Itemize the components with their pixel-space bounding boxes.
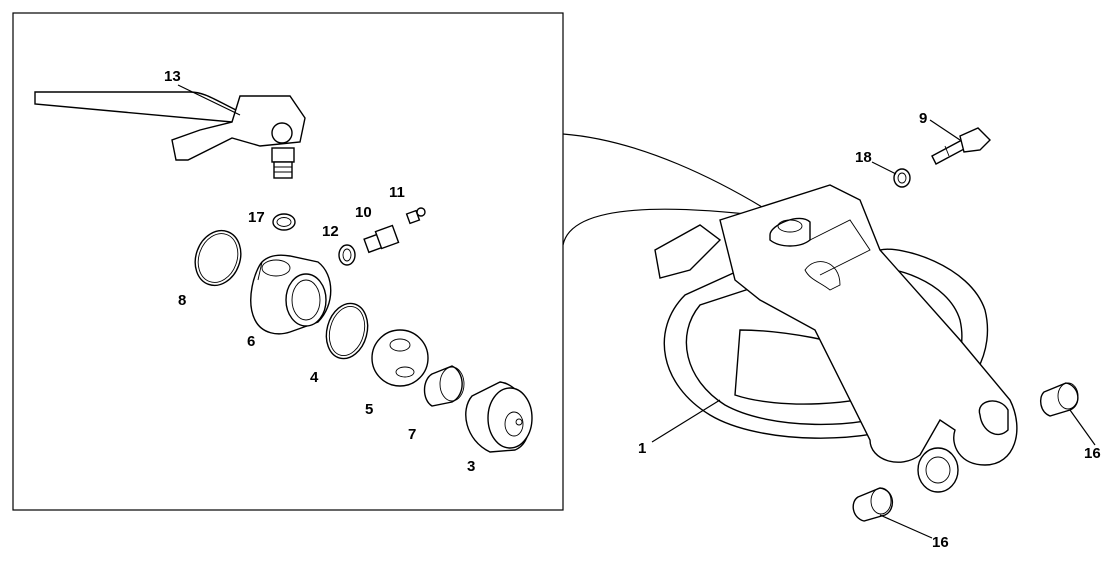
callout-18: 18 bbox=[855, 149, 872, 166]
inset-leader-bottom bbox=[562, 208, 781, 246]
part-16-bushing-bottom bbox=[852, 487, 893, 522]
part-8-o-ring bbox=[194, 229, 242, 287]
callout-9: 9 bbox=[919, 110, 927, 127]
callout-10: 10 bbox=[355, 204, 372, 221]
callout-16-bottom: 16 bbox=[932, 534, 949, 551]
callout-1: 1 bbox=[638, 440, 646, 457]
callout-13: 13 bbox=[164, 68, 181, 85]
part-13-lever bbox=[34, 91, 306, 179]
callout-11: 11 bbox=[389, 184, 405, 201]
callout-3: 3 bbox=[467, 458, 475, 475]
leader-16-right bbox=[1069, 409, 1096, 446]
callout-5: 5 bbox=[365, 401, 373, 418]
leader-13 bbox=[177, 84, 241, 116]
inset-leader-top bbox=[562, 133, 781, 219]
part-9-bolt bbox=[931, 127, 991, 165]
part-18-washer bbox=[893, 168, 911, 188]
part-6-housing bbox=[250, 254, 332, 335]
callout-16-right: 16 bbox=[1084, 445, 1101, 462]
part-5-ball bbox=[371, 329, 429, 387]
part-1-frame bbox=[654, 184, 1018, 493]
callout-12: 12 bbox=[322, 223, 339, 240]
part-11-grease-nipple bbox=[405, 207, 426, 225]
part-10-fitting bbox=[363, 224, 400, 254]
leader-16-bottom bbox=[879, 514, 933, 539]
part-7-bushing bbox=[423, 365, 465, 407]
part-12-washer bbox=[338, 244, 356, 266]
part-16-bushing-right bbox=[1039, 382, 1079, 417]
callout-7: 7 bbox=[408, 426, 416, 443]
leader-18 bbox=[871, 161, 897, 175]
part-17-seal-ring bbox=[272, 213, 296, 231]
callout-8: 8 bbox=[178, 292, 186, 309]
leader-9 bbox=[929, 119, 961, 141]
part-4-o-ring bbox=[325, 302, 369, 360]
callout-4: 4 bbox=[310, 369, 319, 386]
callout-17: 17 bbox=[248, 209, 265, 226]
part-3-end-cap bbox=[465, 381, 533, 453]
leader-1 bbox=[651, 399, 721, 443]
callout-6: 6 bbox=[247, 333, 255, 350]
detail-inset-frame bbox=[12, 12, 564, 511]
